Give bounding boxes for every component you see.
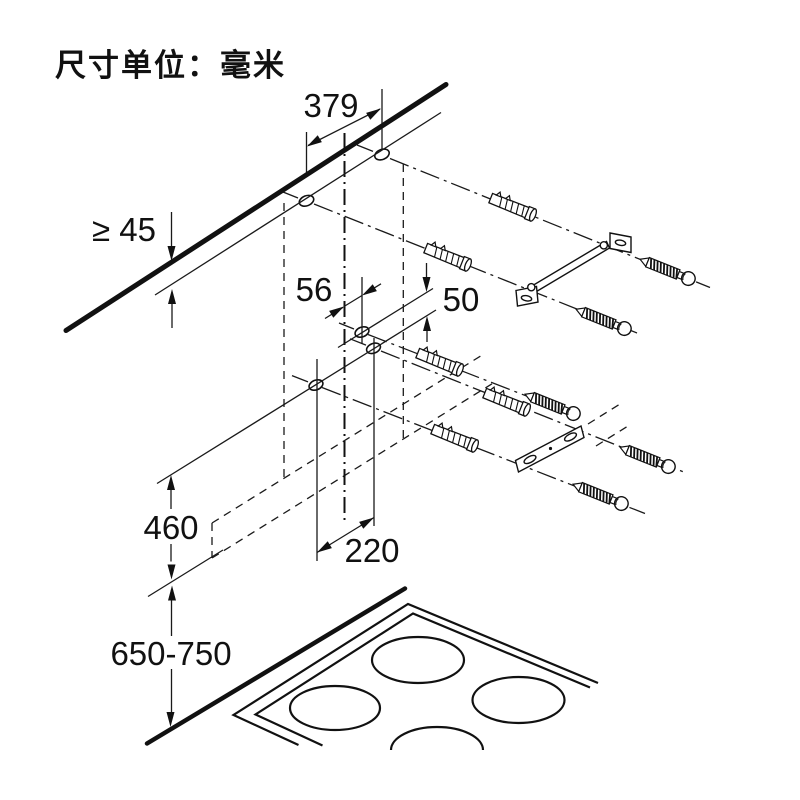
dim-50: 50 [422,263,480,342]
dim-min-45: ≥ 45 [92,211,176,328]
countertop-line [144,586,408,746]
dim-460: 460 [143,475,199,580]
lower-bracket [514,424,585,474]
burner [471,675,566,725]
mounting-hole [298,194,315,208]
hood-bottom-line [147,549,224,598]
dim-650-750-label: 650-750 [110,635,231,672]
dim-56: 56 [296,271,382,320]
upper-bracket [515,232,632,307]
dim-650-750: 650-750 [110,585,232,727]
dim-45-label: ≥ 45 [92,211,156,248]
burner [288,684,382,732]
reference-lines [147,89,442,598]
dim-56-label: 56 [296,271,333,308]
dim-379-label: 379 [303,87,358,124]
dim-50-label: 50 [443,281,480,318]
hole-row-line [154,111,442,296]
unit-note: 尺寸单位：毫米 [55,48,286,83]
dim-220-label: 220 [344,532,399,569]
burner [389,725,485,751]
ceiling-line [63,82,449,333]
dim-220: 220 [314,514,400,569]
cooktop [231,602,599,751]
dim-460-label: 460 [143,509,198,546]
burner [370,635,466,685]
hood-outline-dashed [211,164,629,559]
dim-379: 379 [303,87,384,150]
